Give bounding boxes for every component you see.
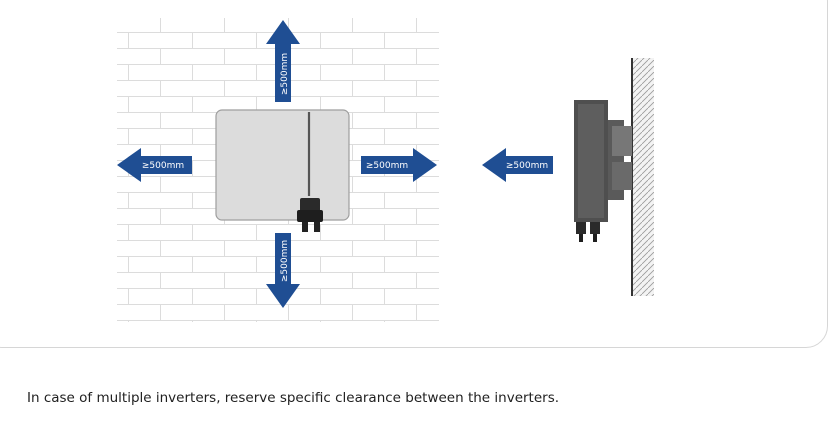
arrow-side: ≥500mm bbox=[482, 148, 553, 182]
inverter-connector bbox=[297, 198, 323, 232]
inverter-front bbox=[215, 109, 350, 232]
inverter-side bbox=[574, 100, 632, 242]
arrow-up: ≥500mm bbox=[266, 20, 300, 102]
arrow-down-label: ≥500mm bbox=[280, 240, 290, 282]
clearance-diagram: ≥500mm ≥500mm ≥500mm ≥500mm ≥500mm bbox=[117, 18, 654, 322]
arrow-right: ≥500mm bbox=[361, 148, 437, 182]
caption-text: In case of multiple inverters, reserve s… bbox=[27, 390, 560, 406]
arrow-right-label: ≥500mm bbox=[366, 161, 408, 171]
arrow-side-label: ≥500mm bbox=[506, 161, 548, 171]
arrow-down: ≥500mm bbox=[266, 233, 300, 308]
arrow-left-label: ≥500mm bbox=[142, 161, 184, 171]
arrow-up-label: ≥500mm bbox=[280, 53, 290, 95]
side-wall bbox=[631, 58, 654, 296]
arrow-left: ≥500mm bbox=[117, 148, 192, 182]
